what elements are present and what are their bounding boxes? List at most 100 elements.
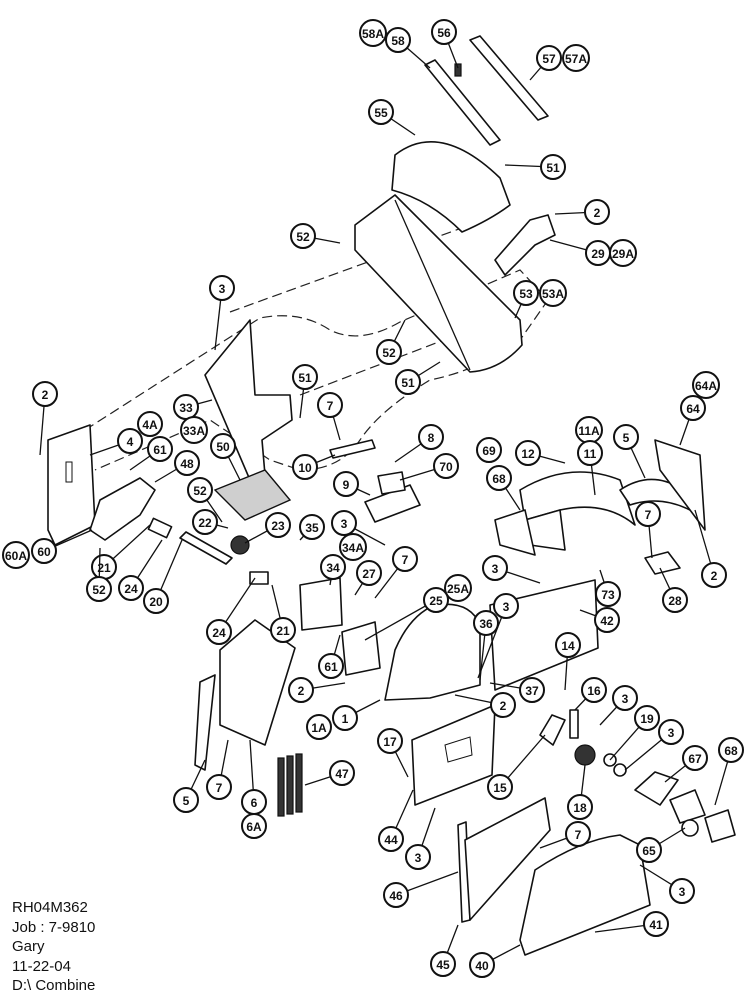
svg-text:58: 58 <box>391 34 405 48</box>
svg-text:18: 18 <box>573 801 587 815</box>
svg-text:15: 15 <box>493 781 507 795</box>
callout-61: 61 <box>129 436 173 471</box>
svg-text:58A: 58A <box>362 27 384 41</box>
callout-29a: 29A <box>609 239 637 267</box>
callout-27: 27 <box>354 560 382 596</box>
callout-3: 3 <box>624 719 684 771</box>
callout-11a: 11A <box>575 416 603 444</box>
callout-60a: 60A <box>2 541 30 569</box>
callout-16: 16 <box>574 677 607 711</box>
trough-edge-line <box>394 199 471 371</box>
callout-53a: 53A <box>539 279 567 307</box>
svg-text:6A: 6A <box>246 820 262 834</box>
svg-text:7: 7 <box>645 508 652 522</box>
callout-2: 2 <box>694 509 727 588</box>
file-path: D:\ Combine <box>12 977 96 995</box>
svg-text:51: 51 <box>401 376 415 390</box>
callout-34a: 34A <box>339 533 367 561</box>
job-number: Job : 7-9810 <box>12 918 96 936</box>
callout-1a: 1A <box>306 714 332 740</box>
svg-text:19: 19 <box>640 712 654 726</box>
svg-text:51: 51 <box>546 161 560 175</box>
callout-28: 28 <box>659 567 688 613</box>
callout-40: 40 <box>469 944 521 978</box>
sprocket-part-23 <box>230 535 250 555</box>
callout-33a: 33A <box>180 416 208 444</box>
svg-text:25: 25 <box>429 594 443 608</box>
svg-text:22: 22 <box>198 516 212 530</box>
svg-text:21: 21 <box>97 561 111 575</box>
svg-text:60A: 60A <box>5 549 27 563</box>
svg-text:41: 41 <box>649 918 663 932</box>
callout-3: 3 <box>482 555 541 584</box>
svg-text:1A: 1A <box>311 721 327 735</box>
svg-text:3: 3 <box>668 726 675 740</box>
svg-text:56: 56 <box>437 26 451 40</box>
bracket-part-15 <box>539 714 566 746</box>
callout-4a: 4A <box>137 411 163 437</box>
svg-text:34: 34 <box>326 561 340 575</box>
callout-6a: 6A <box>241 813 267 839</box>
belt-set-47 <box>277 753 303 817</box>
svg-text:46: 46 <box>389 889 403 903</box>
svg-text:28: 28 <box>668 594 682 608</box>
svg-text:11A: 11A <box>578 424 600 438</box>
callout-3: 3 <box>209 275 235 351</box>
callout-52: 52 <box>187 477 223 523</box>
callout-24: 24 <box>206 577 256 645</box>
callout-6: 6 <box>241 739 267 815</box>
bolt-part-56 <box>454 63 462 77</box>
callout-7: 7 <box>539 821 591 849</box>
callout-46: 46 <box>383 871 459 908</box>
svg-text:5: 5 <box>623 431 630 445</box>
callout-70: 70 <box>399 453 459 481</box>
callout-2: 2 <box>32 381 58 456</box>
plate-slot <box>65 461 73 483</box>
svg-text:4A: 4A <box>142 418 158 432</box>
callout-64: 64 <box>679 395 706 446</box>
plate-part-25 <box>341 621 381 676</box>
svg-text:33A: 33A <box>183 424 205 438</box>
callout-2: 2 <box>554 199 610 225</box>
svg-text:29A: 29A <box>612 247 634 261</box>
callout-7: 7 <box>374 546 418 599</box>
svg-text:42: 42 <box>600 614 614 628</box>
callout-4: 4 <box>89 428 143 456</box>
callout-22: 22 <box>192 509 229 535</box>
svg-text:57: 57 <box>542 52 556 66</box>
callout-58a: 58A <box>359 19 387 47</box>
callout-42: 42 <box>579 607 620 633</box>
spacer-part-16 <box>569 709 579 739</box>
svg-text:14: 14 <box>561 639 575 653</box>
svg-text:3: 3 <box>503 600 510 614</box>
arm-part-60 <box>89 477 156 541</box>
svg-text:4: 4 <box>127 435 134 449</box>
plate-part-34 <box>299 577 343 631</box>
drawing-code: RH04M362 <box>12 899 88 916</box>
bracket-part-28 <box>644 551 681 575</box>
callout-51: 51 <box>292 364 318 419</box>
callout-58: 58 <box>385 27 431 69</box>
callout-7: 7 <box>206 739 232 800</box>
callout-68: 68 <box>714 737 744 806</box>
svg-text:33: 33 <box>179 401 193 415</box>
callout-23: 23 <box>244 512 291 544</box>
svg-text:6: 6 <box>251 796 258 810</box>
callout-65: 65 <box>636 827 686 863</box>
flange-part-68b <box>704 809 736 843</box>
svg-text:8: 8 <box>428 431 435 445</box>
drawing-date: 11-22-04 <box>12 957 71 975</box>
svg-text:69: 69 <box>482 444 496 458</box>
callout-56: 56 <box>431 19 459 69</box>
svg-text:35: 35 <box>305 521 319 535</box>
callout-2: 2 <box>288 677 346 703</box>
callout-51: 51 <box>504 154 566 180</box>
svg-text:3: 3 <box>219 282 226 296</box>
callout-9: 9 <box>333 471 371 497</box>
callout-51: 51 <box>395 361 441 395</box>
svg-text:52: 52 <box>382 346 396 360</box>
svg-text:7: 7 <box>216 781 223 795</box>
bar-part-64 <box>654 439 706 531</box>
svg-text:53: 53 <box>519 287 533 301</box>
